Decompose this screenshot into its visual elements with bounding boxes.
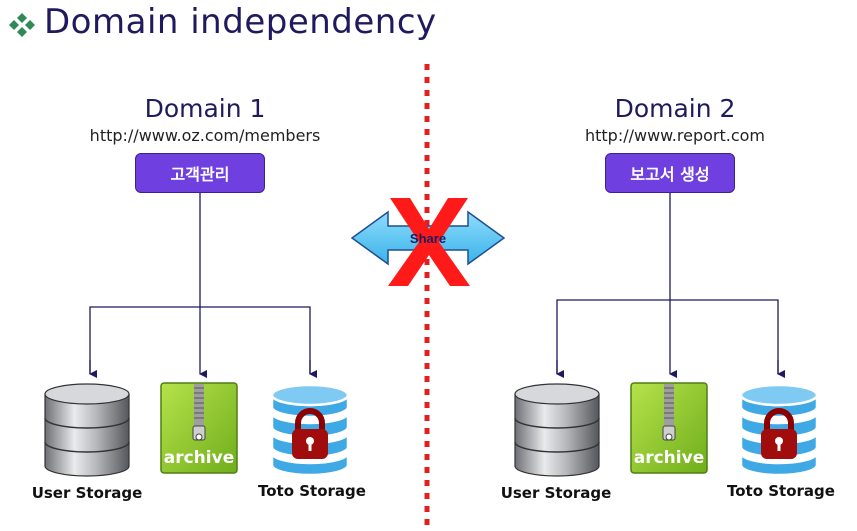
archive-icon: archive bbox=[160, 382, 238, 474]
page-title: Domain independency bbox=[44, 2, 437, 42]
domain1-user-storage-label: User Storage bbox=[31, 484, 143, 502]
domain2-toto-storage-label: Toto Storage bbox=[727, 482, 835, 500]
database-icon bbox=[44, 383, 130, 477]
domain1-toto-storage-label: Toto Storage bbox=[258, 482, 366, 500]
locked-database-icon bbox=[739, 383, 819, 477]
domain2-url: http://www.report.com bbox=[584, 126, 765, 145]
database-icon bbox=[514, 383, 600, 477]
domain2-user-storage-label: User Storage bbox=[500, 484, 612, 502]
domain1-app-button[interactable]: 고객관리 bbox=[135, 153, 265, 193]
domain1-url: http://www.oz.com/members bbox=[89, 126, 321, 145]
four-diamond-bullet-icon bbox=[9, 13, 35, 37]
domain2-app-button[interactable]: 보고서 생성 bbox=[605, 153, 735, 193]
archive-icon-text: archive bbox=[163, 448, 235, 468]
domain2-name: Domain 2 bbox=[614, 94, 736, 123]
share-label: Share bbox=[410, 231, 446, 246]
archive-icon-text: archive bbox=[633, 448, 705, 468]
cross-icon bbox=[388, 198, 470, 286]
archive-icon: archive bbox=[630, 382, 708, 474]
locked-database-icon bbox=[270, 383, 350, 477]
domain1-name: Domain 1 bbox=[144, 94, 266, 123]
